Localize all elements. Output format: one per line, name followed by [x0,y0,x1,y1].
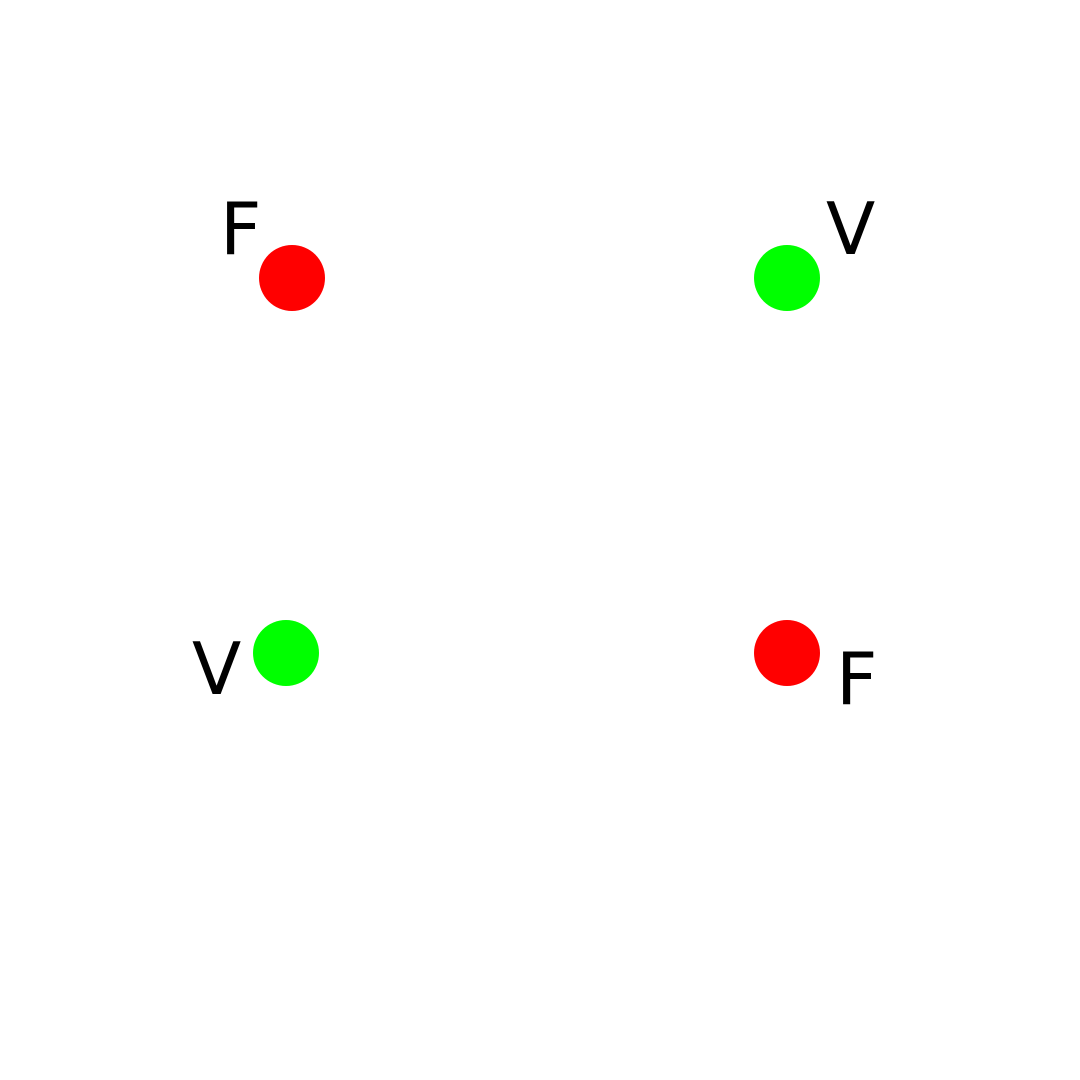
red-dot [754,620,820,686]
green-dot [253,620,319,686]
node-label: V [826,187,876,271]
node-label: F [220,187,262,271]
node-label: V [192,627,242,711]
node-label: F [836,637,878,721]
green-dot [754,245,820,311]
red-dot [259,245,325,311]
